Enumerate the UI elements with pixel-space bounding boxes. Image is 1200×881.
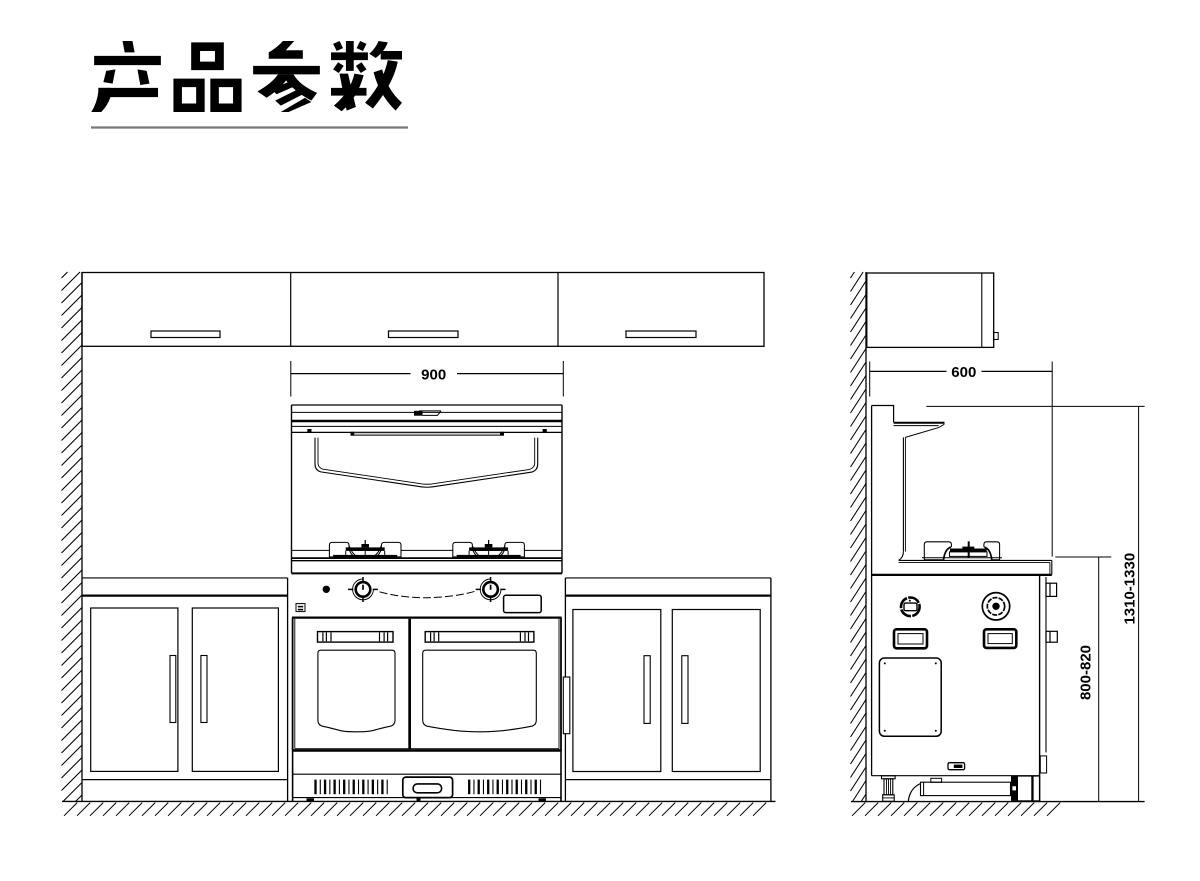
svg-text:800-820: 800-820: [1078, 645, 1095, 700]
svg-text:900: 900: [421, 366, 446, 383]
svg-text:1310-1330: 1310-1330: [1122, 553, 1139, 625]
svg-text:600: 600: [951, 364, 976, 381]
